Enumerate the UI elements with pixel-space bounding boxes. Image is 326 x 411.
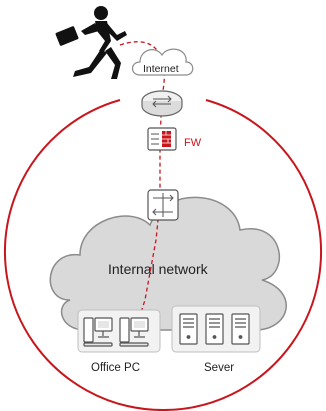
desktop-computer-icon <box>119 317 149 347</box>
internet-cloud-icon <box>131 48 194 76</box>
internal-boundary-circle <box>4 99 322 411</box>
server-tower-icon <box>231 313 250 345</box>
server-tower-icon <box>179 313 198 345</box>
switch-icon <box>147 189 179 221</box>
firewall-icon <box>147 127 177 151</box>
internal-network-label: Internal network <box>108 261 209 277</box>
server-label: Sever <box>204 362 234 374</box>
internet-label: Internet <box>143 63 179 75</box>
server-tower-icon <box>205 313 224 345</box>
office-pc-label: Office PC <box>91 362 140 374</box>
router-icon <box>141 90 183 117</box>
firewall-label: FW <box>184 137 202 149</box>
running-person-with-briefcase-icon <box>55 6 127 79</box>
desktop-computer-icon <box>83 317 113 347</box>
